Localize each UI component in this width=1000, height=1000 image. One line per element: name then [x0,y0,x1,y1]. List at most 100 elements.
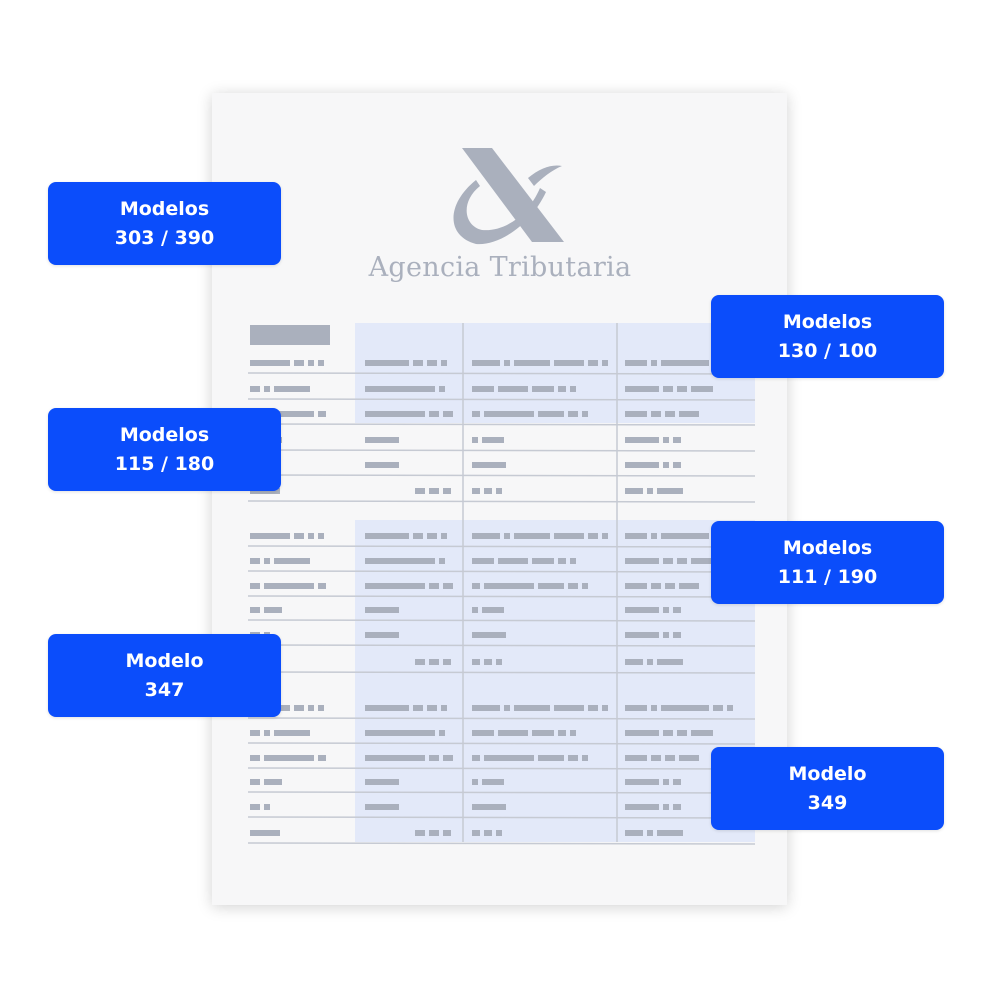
tag-line-1: Modelo [125,649,204,672]
cell-placeholder [429,755,439,761]
tag-modelos-303-390[interactable]: Modelos 303 / 390 [48,182,281,265]
cell-placeholder [602,533,608,539]
highlight-area [355,520,755,842]
row-label-placeholder [308,533,314,539]
cell-placeholder [484,659,492,665]
cell-placeholder [484,830,492,836]
cell-placeholder [429,830,439,836]
cell-placeholder [625,804,659,810]
cell-placeholder [625,755,647,761]
row-label-placeholder [308,705,314,711]
cell-placeholder [365,386,435,392]
cell-placeholder [365,462,399,468]
tag-line-1: Modelos [782,536,873,559]
cell-placeholder [415,830,425,836]
cell-placeholder [661,533,709,539]
cell-placeholder [439,730,445,736]
cell-placeholder [439,386,445,392]
row-label-placeholder [308,360,314,366]
tag-line-2: 111 / 190 [777,565,878,588]
row-label-placeholder [250,830,280,836]
cell-placeholder [665,583,675,589]
cell-placeholder [472,533,500,539]
header-block [250,325,330,345]
tag-modelos-130-100[interactable]: Modelos 130 / 100 [711,295,944,378]
cell-placeholder [568,755,578,761]
row-label-placeholder [250,804,260,810]
cell-placeholder [413,533,423,539]
cell-placeholder [625,462,659,468]
cell-placeholder [568,411,578,417]
cell-placeholder [602,360,608,366]
cell-placeholder [663,437,669,443]
cell-placeholder [625,386,659,392]
cell-placeholder [484,488,492,494]
cell-placeholder [504,360,510,366]
cell-placeholder [472,360,500,366]
cell-placeholder [673,437,681,443]
cell-placeholder [441,705,447,711]
row-label-placeholder [250,730,260,736]
cell-placeholder [538,583,564,589]
cell-placeholder [443,488,451,494]
cell-placeholder [472,755,480,761]
cell-placeholder [472,386,494,392]
row-divider [247,372,756,375]
row-label-placeholder [250,583,260,589]
row-label-placeholder [318,583,326,589]
cell-placeholder [413,360,423,366]
cell-placeholder [663,779,669,785]
cell-placeholder [365,755,425,761]
tag-line-2: 115 / 180 [114,452,215,475]
cell-placeholder [570,558,576,564]
cell-placeholder [663,558,673,564]
row-label-placeholder [274,558,310,564]
row-divider [247,767,756,770]
cell-placeholder [582,583,588,589]
cell-placeholder [679,583,699,589]
cell-placeholder [429,411,439,417]
tag-modelo-347[interactable]: Modelo 347 [48,634,281,717]
tag-line-2: 349 [807,791,848,814]
cell-placeholder [625,607,659,613]
cell-placeholder [472,730,494,736]
cell-placeholder [568,583,578,589]
row-label-placeholder [294,533,304,539]
cell-placeholder [625,779,659,785]
cell-placeholder [538,411,564,417]
cell-placeholder [663,386,673,392]
cell-placeholder [504,533,510,539]
cell-placeholder [677,386,687,392]
cell-placeholder [625,830,643,836]
tag-line-2: 303 / 390 [114,226,215,249]
row-divider [247,474,756,477]
cell-placeholder [538,755,564,761]
cell-placeholder [532,558,554,564]
cell-placeholder [625,632,659,638]
cell-placeholder [365,804,399,810]
tag-modelos-111-190[interactable]: Modelos 111 / 190 [711,521,944,604]
cell-placeholder [588,533,598,539]
row-divider [247,500,756,503]
row-label-placeholder [264,804,270,810]
tag-modelo-349[interactable]: Modelo 349 [711,747,944,830]
row-label-placeholder [294,705,304,711]
cell-placeholder [443,583,453,589]
cell-placeholder [472,659,480,665]
row-divider [247,671,756,674]
cell-placeholder [673,462,681,468]
cell-placeholder [498,386,528,392]
cell-placeholder [558,386,566,392]
cell-placeholder [496,659,502,665]
cell-placeholder [727,705,733,711]
brand-name: Agencia Tributaria [368,252,632,283]
cell-placeholder [713,705,723,711]
cell-placeholder [625,705,647,711]
cell-placeholder [427,533,437,539]
cell-placeholder [514,705,550,711]
row-label-placeholder [318,411,326,417]
cell-placeholder [588,360,598,366]
tag-modelos-115-180[interactable]: Modelos 115 / 180 [48,408,281,491]
cell-placeholder [472,607,478,613]
